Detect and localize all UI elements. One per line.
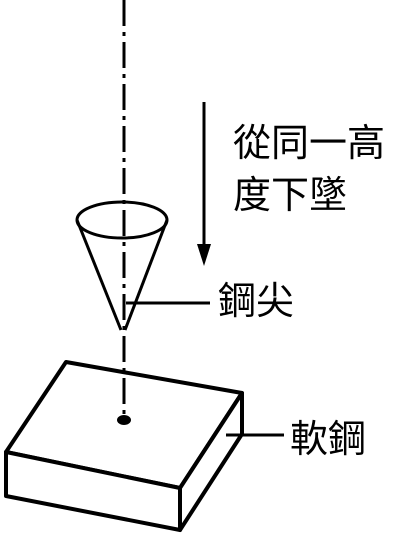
mild-steel-label: 軟鋼 xyxy=(290,417,367,461)
cone-rim xyxy=(75,200,169,240)
cone-right-edge xyxy=(123,219,169,331)
impact-point xyxy=(117,415,131,425)
drop-label-line2: 度下墜 xyxy=(233,173,348,217)
cone-left-edge xyxy=(75,219,123,331)
down-arrow xyxy=(197,102,211,266)
steel-tip-label: 鋼尖 xyxy=(218,279,295,323)
drop-label-line1: 從同一高 xyxy=(233,121,386,165)
steel-tip-cone xyxy=(75,200,169,331)
down-arrow-head xyxy=(197,244,211,266)
